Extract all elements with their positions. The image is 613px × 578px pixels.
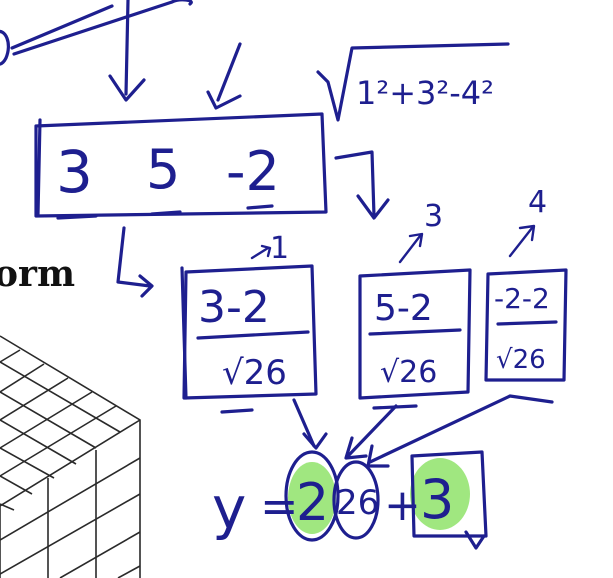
equation-plus: + bbox=[384, 480, 421, 531]
background-heading: orm bbox=[0, 253, 75, 295]
term3-box bbox=[410, 450, 488, 538]
underline-1 bbox=[220, 408, 254, 414]
equation-y: y bbox=[212, 474, 246, 542]
converging-arrows bbox=[292, 394, 554, 468]
equation: y = 2 26 + 3 bbox=[212, 450, 488, 550]
svg-text:3: 3 bbox=[424, 199, 443, 234]
svg-text:5-2: 5-2 bbox=[374, 288, 433, 329]
highlight-term1 bbox=[288, 462, 336, 534]
top-arrows bbox=[0, 0, 242, 110]
svg-text:4: 4 bbox=[528, 185, 547, 220]
vector-entry-1: 3 bbox=[56, 138, 93, 206]
vector-entry-3: -2 bbox=[226, 140, 280, 203]
equation-term3: 3 bbox=[420, 468, 454, 531]
svg-text:1: 1 bbox=[270, 231, 289, 266]
fraction-box-3: -2-2 √26 bbox=[484, 268, 568, 382]
svg-text:√26: √26 bbox=[222, 353, 287, 393]
row-number-2: 3 bbox=[398, 199, 443, 264]
vector-box: 3 5 -2 bbox=[34, 112, 328, 220]
norm-expression-text: 1²+3²-4² bbox=[356, 74, 494, 112]
row-number-3: 4 bbox=[508, 185, 547, 258]
term1-circle bbox=[284, 450, 340, 542]
left-arrow bbox=[116, 226, 154, 298]
equation-term2: 26 bbox=[336, 483, 379, 523]
equation-term1: 2 bbox=[296, 473, 329, 533]
vector-entry-2: 5 bbox=[146, 138, 180, 201]
highlight-term3 bbox=[410, 458, 470, 530]
norm-expression: 1²+3²-4² bbox=[316, 42, 510, 122]
right-arrow bbox=[334, 150, 390, 220]
fraction-box-2: 5-2 √26 bbox=[358, 268, 472, 400]
svg-text:-2-2: -2-2 bbox=[494, 282, 550, 315]
svg-text:√26: √26 bbox=[496, 345, 546, 375]
svg-text:3-2: 3-2 bbox=[198, 282, 270, 333]
cube-grid-graphic bbox=[0, 335, 141, 578]
row-number-1: 1 bbox=[250, 231, 289, 266]
fraction-box-1: 3-2 √26 bbox=[180, 264, 318, 400]
term2-circle bbox=[332, 460, 380, 540]
svg-text:√26: √26 bbox=[380, 355, 437, 390]
